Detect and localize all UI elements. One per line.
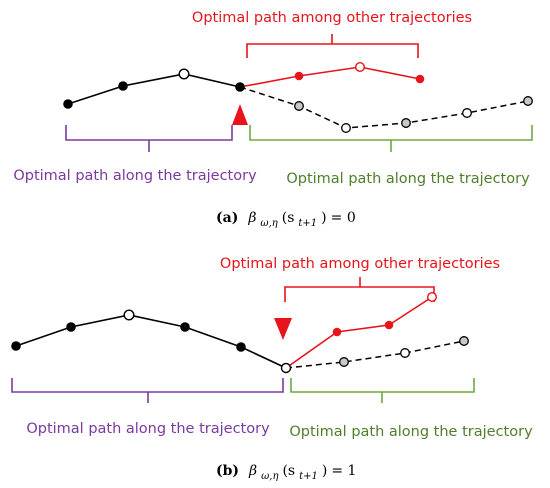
panel-a-top-bracket <box>246 34 419 58</box>
panel-b: Optimal path among other trajectories Op… <box>11 256 533 483</box>
panel-b-red-node-hollow <box>427 292 438 303</box>
panel-a-left-bracket <box>65 125 233 152</box>
panel-b-top-label: Optimal path among other trajectories <box>220 256 500 272</box>
panel-b-caption-arg-open: (s <box>282 463 295 479</box>
panel-b-node <box>66 322 76 332</box>
panel-a-caption-arg-open: (s <box>282 210 295 226</box>
panel-b-red-node <box>332 327 342 337</box>
panel-a-caption-sub: ω,η <box>260 218 277 229</box>
panel-a-dashed-node <box>341 123 351 133</box>
panel-b-top-bracket <box>284 277 435 302</box>
panel-b-node <box>180 322 190 332</box>
panel-a-red-node-hollow <box>355 62 366 73</box>
panel-b-caption-arg-sub: t+1 <box>299 471 318 482</box>
panel-b-marker-down <box>274 318 292 340</box>
panel-a-node <box>118 81 128 91</box>
panel-a-red-path <box>239 66 421 88</box>
panel-a-right-bracket <box>249 125 533 152</box>
panel-a-caption-beta: β <box>247 210 256 226</box>
panel-a-node-current <box>235 82 245 92</box>
panel-a-red-node <box>415 74 425 84</box>
panel-b-caption: (b) β ω,η (s t+1 ) = 1 <box>216 462 356 483</box>
panel-a-dashed-path <box>239 86 529 129</box>
panel-b-left-bracket <box>11 378 284 403</box>
panel-a-right-label: Optimal path along the trajectory <box>286 171 530 187</box>
panel-a-left-label: Optimal path along the trajectory <box>13 168 257 184</box>
panel-b-caption-arg-close: ) <box>322 463 327 479</box>
panel-b-red-node <box>384 320 394 330</box>
panel-b-node-hollow <box>123 309 135 321</box>
panel-b-node <box>236 342 246 352</box>
panel-a-dashed-node <box>462 108 472 118</box>
panel-b-left-label: Optimal path along the trajectory <box>26 421 270 437</box>
panel-b-red-path <box>285 296 433 369</box>
panel-a-dashed-node <box>294 101 304 111</box>
panel-a-trajectory-line <box>67 73 241 105</box>
panel-b-caption-sub: ω,η <box>261 471 278 482</box>
panel-b-dashed-node <box>339 357 349 367</box>
panel-b-dashed-node <box>459 336 469 346</box>
panel-a-caption-arg-sub: t+1 <box>298 218 317 229</box>
panel-a: Optimal path among other trajectories Op… <box>13 10 533 230</box>
panel-a-caption-arg-close: ) <box>321 210 326 226</box>
panel-b-dashed-path <box>285 340 465 369</box>
panel-a-top-label: Optimal path among other trajectories <box>192 10 472 26</box>
panel-a-dashed-node <box>401 118 411 128</box>
panel-b-right-bracket <box>290 378 475 403</box>
panel-b-node <box>11 341 21 351</box>
panel-a-dashed-node <box>523 96 533 106</box>
panel-a-marker-up <box>232 104 248 125</box>
panel-a-caption-rhs: = 0 <box>331 210 356 226</box>
panel-b-caption-tag: (b) <box>216 463 239 479</box>
panel-b-right-label: Optimal path along the trajectory <box>289 424 533 440</box>
panel-b-trajectory-line <box>15 314 287 369</box>
panel-a-caption: (a) β ω,η (s t+1 ) = 0 <box>216 209 356 230</box>
panel-a-red-node <box>294 71 304 81</box>
panel-b-caption-beta: β <box>248 463 257 479</box>
panel-b-node-current <box>280 362 292 374</box>
panel-a-caption-tag: (a) <box>216 210 238 226</box>
panel-a-node <box>63 99 73 109</box>
panel-a-node-hollow <box>178 68 190 80</box>
panel-b-caption-rhs: = 1 <box>331 463 356 479</box>
panel-b-dashed-node <box>400 348 410 358</box>
